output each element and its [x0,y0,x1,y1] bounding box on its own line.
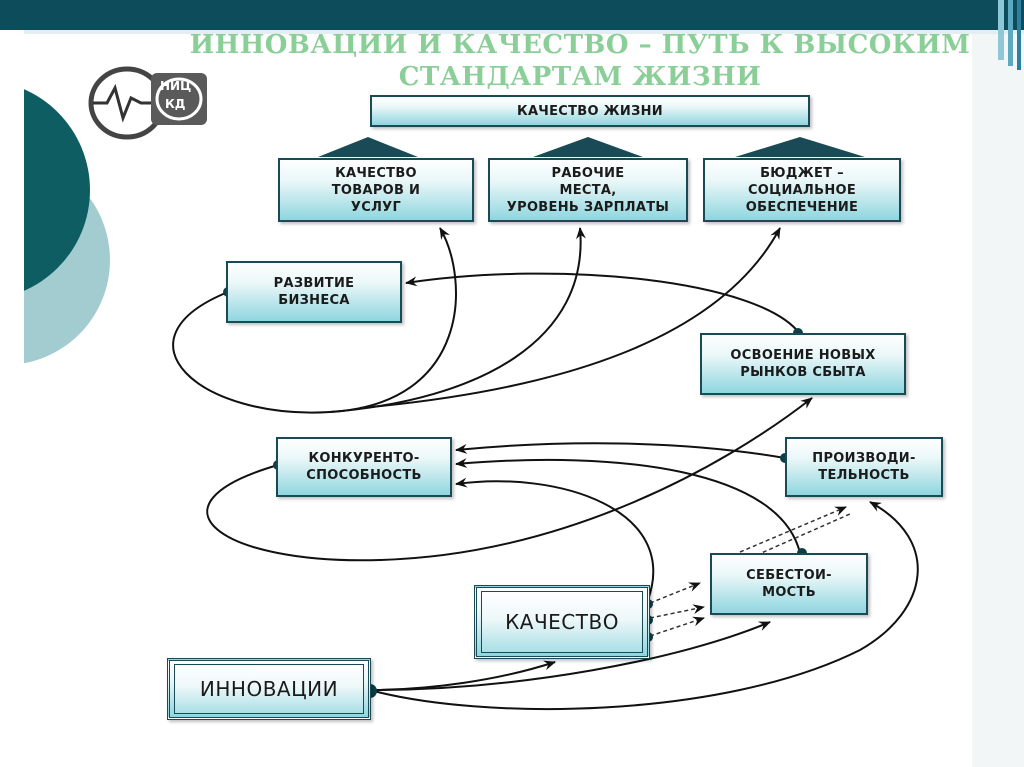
corner-stripes [964,0,1024,70]
node-budget: БЮДЖЕТ – СОЦИАЛЬНОЕ ОБЕСПЕЧЕНИЕ [703,158,901,222]
connector-productivity-to-competitiveness [455,442,786,459]
title-line-1: ИННОВАЦИИ И КАЧЕСТВО – ПУТЬ К ВЫСОКИМ [189,30,971,60]
connector-quality-to-competitiveness [455,477,655,601]
node-productivity: ПРОИЗВОДИ- ТЕЛЬНОСТЬ [785,437,943,497]
triangle-arrow-1 [318,137,418,157]
node-quality-label: КАЧЕСТВО [481,591,643,653]
node-business: РАЗВИТИЕ БИЗНЕСА [226,261,402,323]
node-markets: ОСВОЕНИЕ НОВЫХ РЫНКОВ СБЫТА [700,333,906,395]
triangle-arrow-3 [735,137,865,157]
connector-cost-to-competitiveness [455,458,801,554]
connector-business-to-goods [172,227,457,414]
connector-competitiveness-to-markets [206,397,813,562]
connector-markets-to-business [405,272,801,335]
logo [88,66,207,140]
logo-text-top: НИЦ [160,79,192,93]
right-panel [972,34,1024,767]
dashed-link-cost-to-productivity-1 [739,506,847,553]
connector-innovations-to-productivity [369,501,919,711]
node-innovations-label: ИННОВАЦИИ [174,664,364,714]
node-goods-quality: КАЧЕСТВО ТОВАРОВ И УСЛУГ [278,158,474,222]
header-underline [0,30,1024,34]
node-competitiveness: КОНКУРЕНТО- СПОСОБНОСТЬ [276,437,452,497]
connector-innovations-to-cost [369,621,771,691]
node-quality: КАЧЕСТВО [474,585,650,659]
dashed-link-quality-to-cost-2 [649,604,705,619]
header-bar [0,0,1024,30]
node-cost: СЕБЕСТОИ- МОСТЬ [710,553,868,615]
left-margin [0,30,24,767]
connector-to-budget [359,227,781,409]
title-line-2: СТАНДАРТАМ ЖИЗНИ [398,62,762,92]
triangle-arrow-2 [533,137,643,157]
logo-text-bottom: КД [165,97,186,111]
node-quality-of-life: КАЧЕСТВО ЖИЗНИ [370,95,810,127]
node-innovations: ИННОВАЦИИ [167,658,371,720]
dashed-link-quality-to-cost-1 [649,582,701,604]
node-jobs: РАБОЧИЕ МЕСТА, УРОВЕНЬ ЗАРПЛАТЫ [488,158,688,222]
dashed-link-quality-to-cost-3 [649,616,705,637]
dashed-link-cost-to-productivity-2 [749,513,851,559]
